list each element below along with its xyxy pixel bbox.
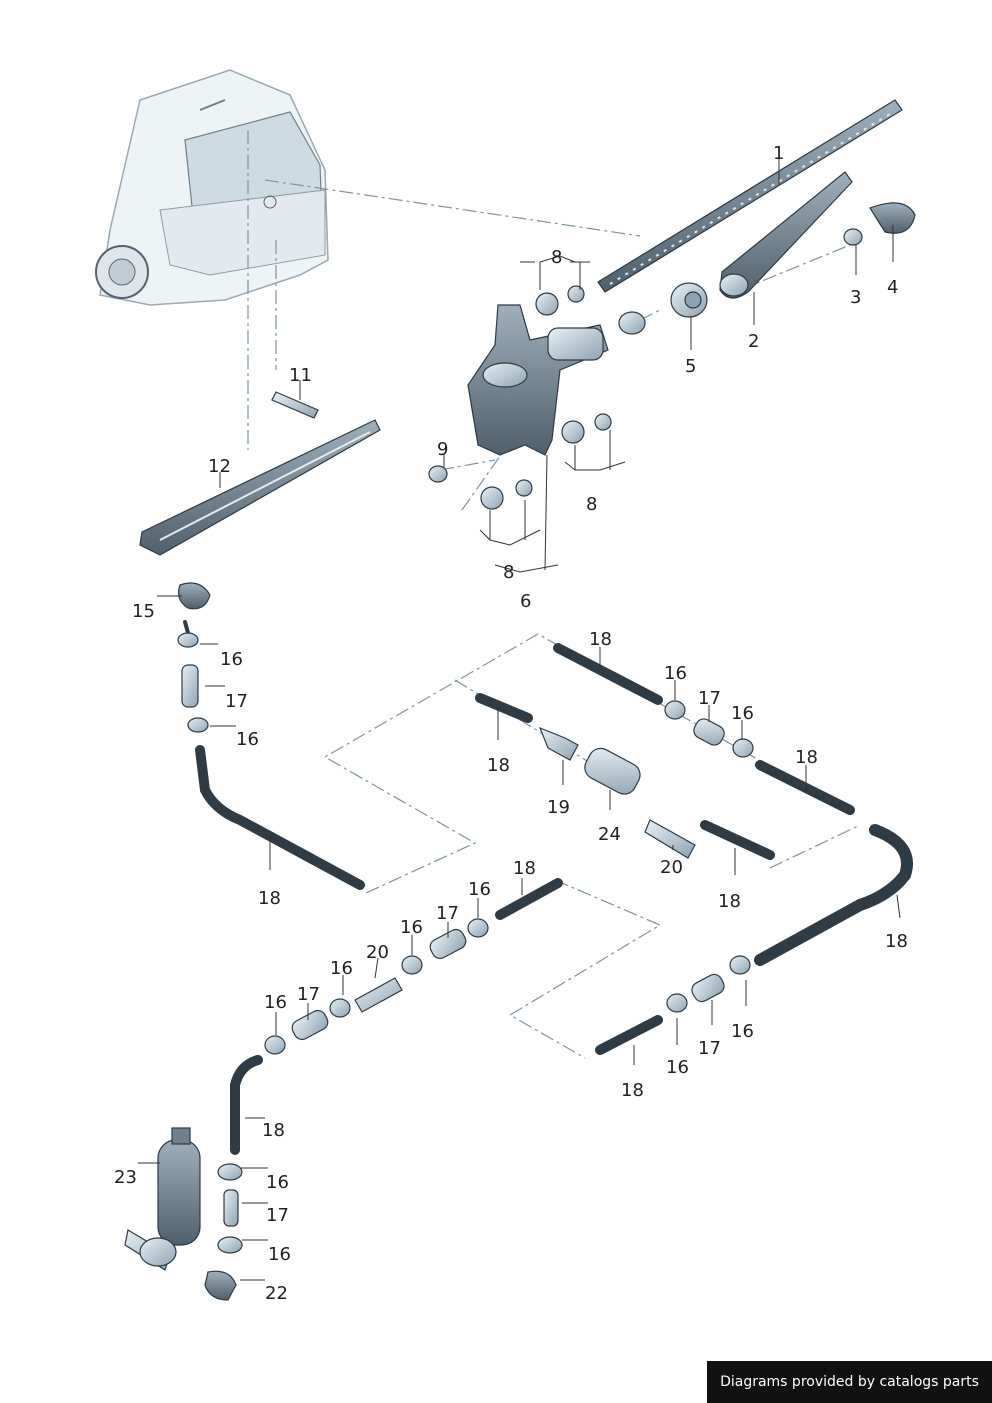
callout: 1 (773, 143, 784, 164)
callout: 17 (297, 984, 320, 1005)
callout: 18 (718, 891, 741, 912)
nut-part (843, 228, 863, 246)
callout: 18 (621, 1080, 644, 1101)
bushing-parts (428, 285, 612, 510)
callout: 8 (503, 562, 514, 583)
brake-light-part (139, 419, 381, 556)
callout: 18 (513, 858, 536, 879)
callout: 6 (520, 591, 531, 612)
callout: 16 (220, 649, 243, 670)
washer-pump-part (124, 1127, 201, 1271)
callout: 4 (887, 277, 898, 298)
reference-lines (247, 130, 871, 1059)
callout: 15 (132, 601, 155, 622)
callout: 16 (236, 729, 259, 750)
wiper-motor-part (467, 304, 609, 456)
callout: 23 (114, 1167, 137, 1188)
clamp-parts (177, 632, 754, 1254)
callout: 2 (748, 331, 759, 352)
callout: 24 (598, 824, 621, 845)
callout: 5 (685, 356, 696, 377)
credit-banner: Diagrams provided by catalogs parts (707, 1361, 992, 1403)
wiper-blade-part (597, 99, 903, 293)
callout: 19 (547, 797, 570, 818)
callout: 16 (731, 703, 754, 724)
callout: 18 (258, 888, 281, 909)
callout: 16 (731, 1021, 754, 1042)
callout: 12 (208, 456, 231, 477)
callout: 18 (487, 755, 510, 776)
callout: 16 (268, 1244, 291, 1265)
angle-connector-part (204, 1270, 237, 1301)
callout: 16 (468, 879, 491, 900)
callout: 20 (366, 942, 389, 963)
callout: 18 (885, 931, 908, 952)
callout: 8 (586, 494, 597, 515)
bulb-part (271, 391, 319, 419)
callout: 11 (289, 365, 312, 386)
vehicle-rear-illustration (95, 69, 329, 306)
callout: 18 (262, 1120, 285, 1141)
callout: 20 (660, 857, 683, 878)
callout: 8 (551, 247, 562, 268)
callout: 16 (264, 992, 287, 1013)
callout: 3 (850, 287, 861, 308)
seal-part (618, 282, 708, 335)
callout: 16 (400, 917, 423, 938)
callout: 18 (589, 629, 612, 650)
callout-labels: 1 2 3 4 5 6 8 8 8 8 9 11 12 15 16 16 16 … (114, 143, 908, 1304)
wiper-arm-part (719, 171, 853, 299)
callout: 16 (266, 1172, 289, 1193)
callout: 18 (795, 747, 818, 768)
callout: 22 (265, 1283, 288, 1304)
callout: 9 (437, 439, 448, 460)
cap-part (869, 202, 916, 234)
hose-lines (183, 620, 913, 1155)
connector-parts (354, 726, 696, 1013)
callout: 16 (330, 958, 353, 979)
callout: 16 (666, 1057, 689, 1078)
leader-lines (138, 158, 901, 1281)
callout: 17 (698, 688, 721, 709)
callout: 17 (436, 903, 459, 924)
callout: 17 (225, 691, 248, 712)
callout: 17 (698, 1038, 721, 1059)
nozzle-part (178, 582, 211, 610)
callout: 17 (266, 1205, 289, 1226)
callout: 16 (664, 663, 687, 684)
